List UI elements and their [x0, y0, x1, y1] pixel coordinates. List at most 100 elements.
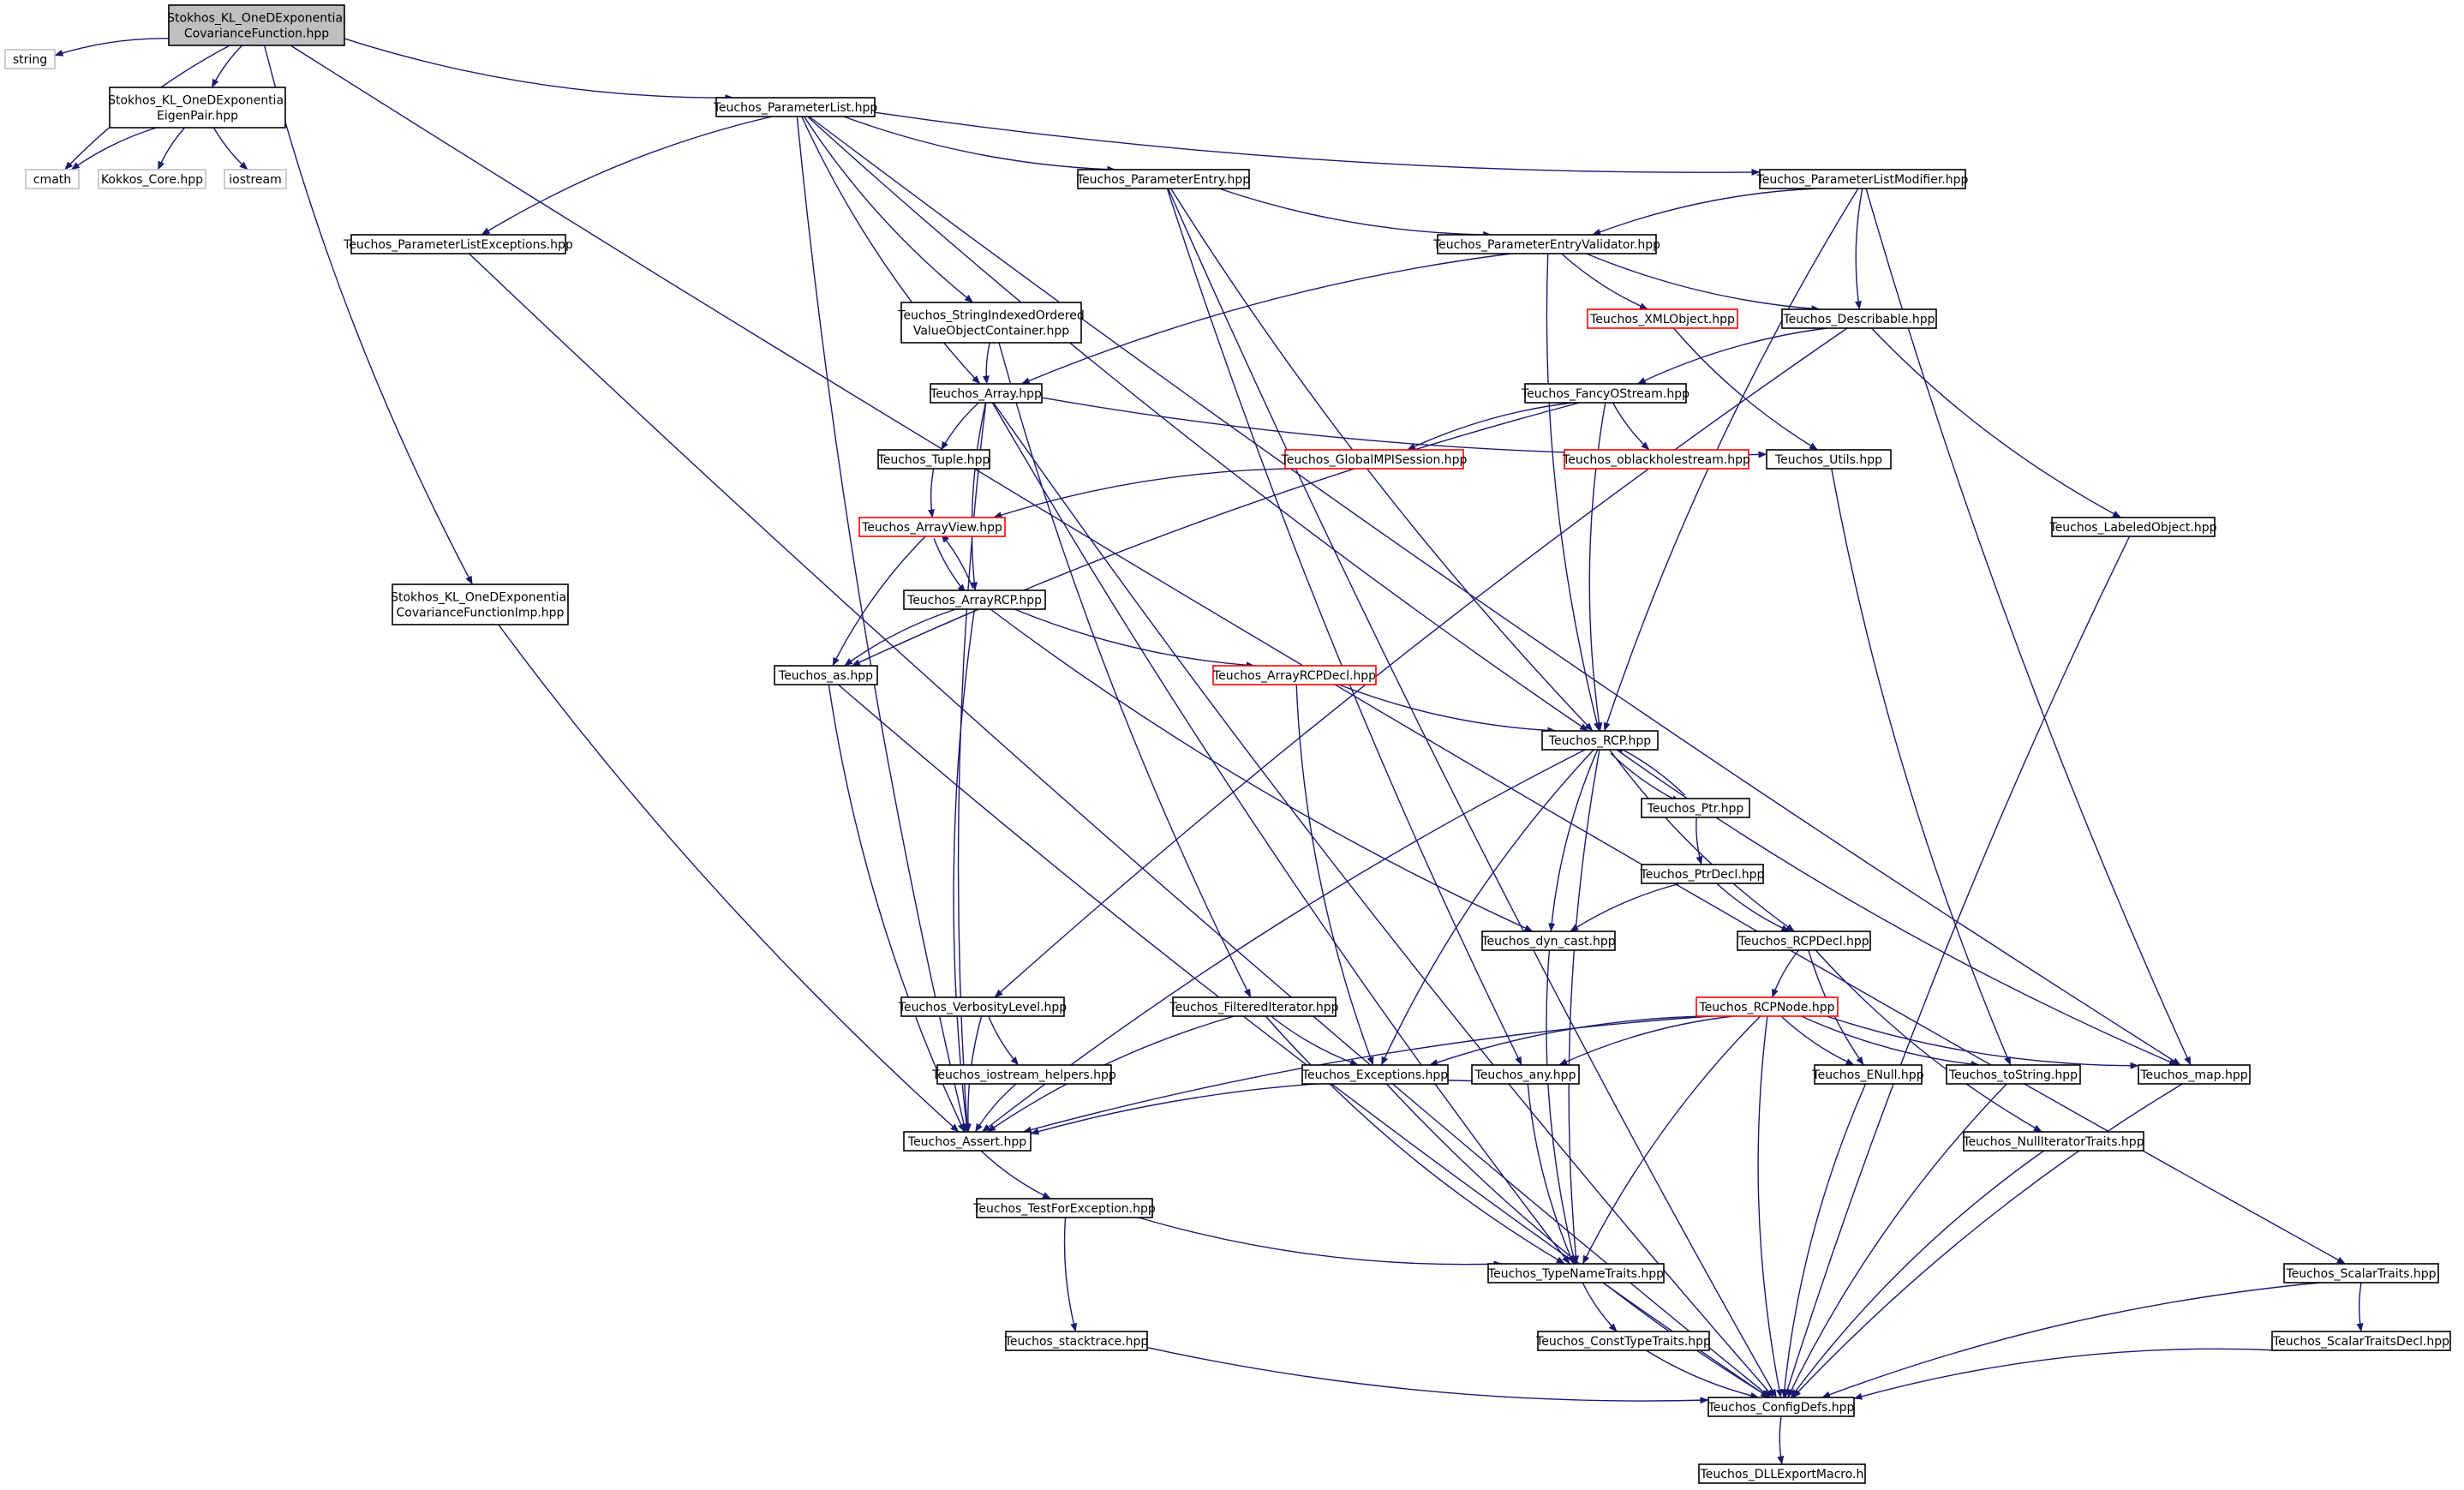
node-assert[interactable]: Teuchos_Assert.hpp: [903, 1131, 1032, 1152]
edge-arrayrcpdecl-to-exceptions: [1295, 684, 1374, 1066]
node-label: Teuchos_oblackholestream.hpp: [1562, 453, 1750, 467]
node-tuple[interactable]: Teuchos_Tuple.hpp: [877, 449, 990, 470]
node-rcpdecl[interactable]: Teuchos_RCPDecl.hpp: [1737, 931, 1871, 951]
edge-arrayrcpdecl-to-rcp: [1338, 684, 1557, 734]
edge-utils-to-tostring: [1831, 468, 2012, 1066]
node-testforexc[interactable]: Teuchos_TestForException.hpp: [972, 1198, 1156, 1218]
edge-rcp-to-typename: [1568, 749, 1600, 1265]
node-labeled[interactable]: Teuchos_LabeledObject.hpp: [2048, 517, 2217, 537]
node-enull[interactable]: Teuchos_ENull.hpp: [1811, 1064, 1924, 1085]
edge-filtered-to-typename: [1265, 1015, 1565, 1265]
node-label: Teuchos_GlobalMPISession.hpp: [1281, 453, 1468, 467]
node-box: [1301, 1064, 1449, 1085]
node-stringidx[interactable]: Teuchos_StringIndexedOrderedValueObjectC…: [897, 302, 1085, 344]
node-expimp[interactable]: Stokhos_KL_OneDExponentialCovarianceFunc…: [391, 583, 570, 625]
node-nulliter[interactable]: Teuchos_NullIteratorTraits.hpp: [1962, 1131, 2144, 1152]
node-consttype[interactable]: Teuchos_ConstTypeTraits.hpp: [1535, 1331, 1711, 1351]
node-box: [1698, 1463, 1866, 1484]
node-box: [1781, 308, 1937, 329]
node-arrayview[interactable]: Teuchos_ArrayView.hpp: [858, 517, 1006, 537]
node-root[interactable]: Stokhos_KL_OneDExponentialCovarianceFunc…: [167, 4, 346, 46]
node-tostring[interactable]: Teuchos_toString.hpp: [1946, 1064, 2081, 1085]
node-any[interactable]: Teuchos_any.hpp: [1471, 1064, 1580, 1085]
node-plist[interactable]: Teuchos_ParameterList.hpp: [713, 97, 878, 117]
node-xmlobj[interactable]: Teuchos_XMLObject.hpp: [1587, 308, 1738, 329]
node-label: Teuchos_Array.hpp: [930, 387, 1042, 401]
node-box: [774, 665, 878, 685]
edge-configdefs-to-dllexport: [1777, 1415, 1785, 1465]
node-dyncast[interactable]: Teuchos_dyn_cast.hpp: [1480, 931, 1616, 951]
node-array[interactable]: Teuchos_Array.hpp: [930, 383, 1043, 404]
node-box: [1814, 1064, 1923, 1085]
edge-array-to-assert: [957, 402, 987, 1133]
node-label: Teuchos_FilteredIterator.hpp: [1169, 1001, 1338, 1014]
node-label: Teuchos_DLLExportMacro.h: [1700, 1468, 1864, 1481]
edge-rcpdecl-to-nulliter: [1815, 949, 2042, 1133]
node-utils[interactable]: Teuchos_Utils.hpp: [1766, 449, 1892, 470]
edge-any-to-assert: [1030, 1079, 1473, 1135]
node-string[interactable]: string: [4, 49, 56, 69]
node-label: Teuchos_ScalarTraitsDecl.hpp: [2272, 1335, 2449, 1349]
node-filtered[interactable]: Teuchos_FilteredIterator.hpp: [1169, 996, 1339, 1017]
node-exceptions[interactable]: Teuchos_Exceptions.hpp: [1301, 1064, 1449, 1085]
node-box: [1641, 864, 1764, 884]
edge-ptr-to-ptrdecl: [1695, 817, 1703, 865]
node-label: Teuchos_iostream_helpers.hpp: [931, 1068, 1116, 1082]
node-configdefs[interactable]: Teuchos_ConfigDefs.hpp: [1707, 1397, 1855, 1417]
edge-plist-to-plistexc: [481, 116, 773, 236]
node-ptr[interactable]: Teuchos_Ptr.hpp: [1641, 798, 1750, 818]
node-pentry[interactable]: Teuchos_ParameterEntry.hpp: [1076, 169, 1250, 189]
node-verbosity[interactable]: Teuchos_VerbosityLevel.hpp: [898, 996, 1068, 1017]
node-kokkos[interactable]: Kokkos_Core.hpp: [98, 169, 206, 189]
node-rcpnode[interactable]: Teuchos_RCPNode.hpp: [1695, 996, 1839, 1017]
edge-pentry-to-configdefs: [1167, 188, 1778, 1398]
edge-arrayrcp-to-assert: [953, 608, 976, 1133]
node-dllexport[interactable]: Teuchos_DLLExportMacro.h: [1698, 1463, 1866, 1484]
node-box: [1537, 1331, 1710, 1351]
edge-fancy-to-mpisession: [1407, 402, 1573, 451]
node-label: Teuchos_Tuple.hpp: [877, 453, 990, 467]
node-box: [1946, 1064, 2081, 1085]
edge-tuple-to-arrayview: [928, 468, 935, 518]
edge-rcpnode-to-typename: [1582, 1015, 1761, 1265]
node-iostream[interactable]: iostream: [224, 169, 287, 189]
node-iohelpers[interactable]: Teuchos_iostream_helpers.hpp: [931, 1064, 1116, 1085]
node-cmath[interactable]: cmath: [25, 169, 80, 189]
node-map[interactable]: Teuchos_map.hpp: [2138, 1064, 2251, 1085]
node-box: [930, 383, 1043, 404]
node-scalartraits[interactable]: Teuchos_ScalarTraits.hpp: [2283, 1263, 2439, 1284]
node-stacktrace[interactable]: Teuchos_stacktrace.hpp: [1004, 1331, 1149, 1351]
node-ptrdecl[interactable]: Teuchos_PtrDecl.hpp: [1640, 864, 1765, 884]
node-as[interactable]: Teuchos_as.hpp: [774, 665, 878, 685]
node-label: Teuchos_dyn_cast.hpp: [1480, 935, 1615, 948]
node-label: Teuchos_as.hpp: [778, 669, 873, 683]
node-box: [392, 583, 569, 625]
edge-arrayrcp-to-arrayrcpdecl: [1014, 608, 1255, 669]
node-label: Teuchos_NullIteratorTraits.hpp: [1962, 1135, 2144, 1149]
edge-rcpnode-to-map: [1826, 1015, 2139, 1069]
node-arrayrcp[interactable]: Teuchos_ArrayRCP.hpp: [903, 589, 1046, 610]
node-pentryval[interactable]: Teuchos_ParameterEntryValidator.hpp: [1432, 234, 1660, 254]
node-rcp[interactable]: Teuchos_RCP.hpp: [1541, 730, 1659, 751]
node-box: [900, 996, 1065, 1017]
node-describable[interactable]: Teuchos_Describable.hpp: [1781, 308, 1937, 329]
edge-arrayview-to-arrayrcp: [933, 538, 966, 593]
edge-rcpnode-to-configdefs: [1757, 1015, 1783, 1398]
node-arrayrcpdecl[interactable]: Teuchos_ArrayRCPDecl.hpp: [1212, 665, 1377, 685]
node-box: [1077, 169, 1250, 189]
edge-filtered-to-assert: [987, 1015, 1235, 1133]
node-box: [1005, 1331, 1148, 1351]
node-label: Teuchos_XMLObject.hpp: [1589, 313, 1735, 326]
node-fancy[interactable]: Teuchos_FancyOStream.hpp: [1521, 383, 1690, 404]
node-scalartraitsdecl[interactable]: Teuchos_ScalarTraitsDecl.hpp: [2271, 1331, 2451, 1351]
node-oblackhole[interactable]: Teuchos_oblackholestream.hpp: [1562, 449, 1750, 470]
node-mpisession[interactable]: Teuchos_GlobalMPISession.hpp: [1281, 449, 1468, 470]
edge-rcp-to-map: [1616, 749, 2178, 1066]
edge-as-to-configdefs: [837, 684, 1770, 1398]
node-plistmod[interactable]: Teuchos_ParameterListModifier.hpp: [1756, 169, 1969, 189]
node-plistexc[interactable]: Teuchos_ParameterListExceptions.hpp: [343, 234, 573, 254]
edge-nulliter-to-configdefs: [1790, 1150, 2045, 1398]
node-typename[interactable]: Teuchos_TypeNameTraits.hpp: [1487, 1263, 1665, 1284]
node-box: [1437, 234, 1657, 254]
